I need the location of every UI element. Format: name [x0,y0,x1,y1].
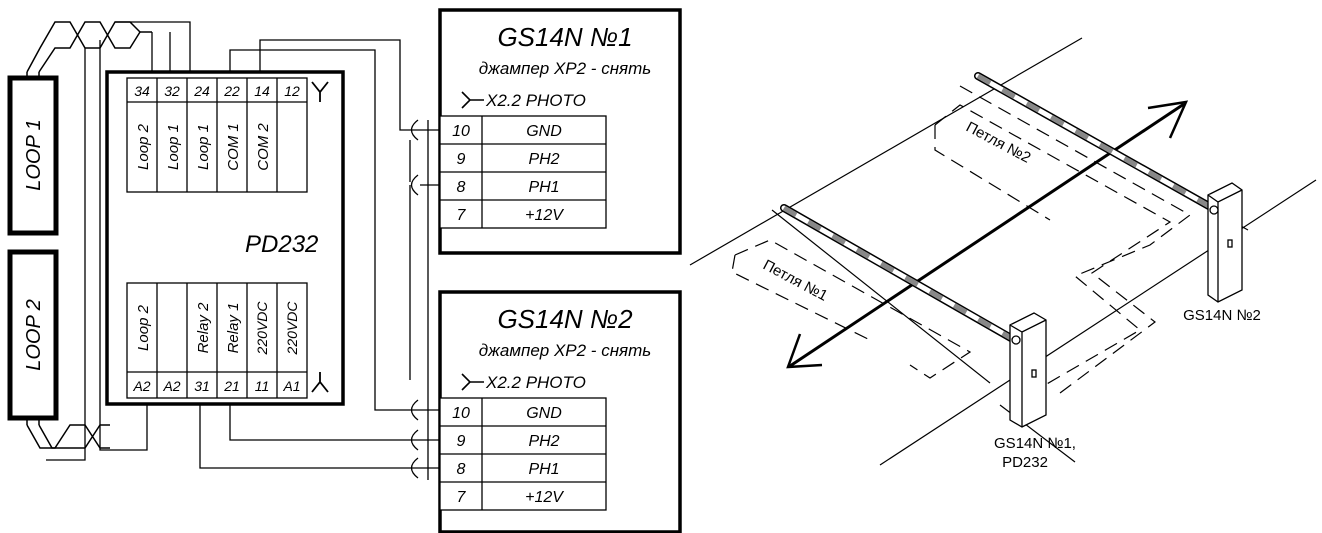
pin-label: 34 [134,83,150,99]
terminal-label: Loop 2 [135,123,152,170]
barrier-post-1 [1009,312,1047,428]
antenna-icon [311,81,329,102]
pin-label: A2 [162,378,180,394]
barrier1-note: джампер XP2 - снять [479,59,651,78]
terminal-label: Loop 1 [195,124,212,170]
signal-name: GND [526,123,562,140]
terminal-label: Loop 1 [165,124,182,170]
barrier2-controller: GS14N №2 джампер XP2 - снять X2.2 PHOTO … [438,290,682,533]
barrier1-title: GS14N №1 [497,22,632,52]
barrier1-controller: GS14N №1 джампер XP2 - снять X2.2 PHOTO … [438,8,682,255]
pin-number: 7 [457,207,467,224]
loop1-outline [734,239,972,379]
terminal-label: Loop 2 [135,304,152,351]
barrier-arm-2 [974,72,1220,214]
signal-name: +12V [525,207,564,224]
pin-number: 8 [457,461,466,478]
terminal-label: Relay 2 [195,302,212,354]
barrier1-caption-line1: GS14N №1, [994,435,1076,452]
signal-name: PH2 [528,433,559,450]
antenna-icon [311,372,329,393]
pin-label: 22 [223,83,240,99]
direction-arrow [786,100,1189,369]
pin-label: 24 [193,83,210,99]
signal-name: PH1 [528,179,559,196]
pin-number: 9 [457,151,466,168]
pin-label: 12 [284,83,300,99]
pd232-title: PD232 [245,231,318,258]
pin-number: 10 [452,405,470,422]
barrier1-caption-line2: PD232 [1002,454,1048,471]
terminal-label: COM 1 [225,123,242,171]
pin-label: 14 [254,83,270,99]
loop1-coil [7,75,59,236]
pin-number: 8 [457,179,466,196]
loop2-coil [7,249,59,421]
pin-number: 7 [457,489,467,506]
wire-crossings [409,119,429,480]
signal-name: PH1 [528,461,559,478]
barrier2-connector: X2.2 PHOTO [485,373,586,392]
terminal-label: 220VDC [254,301,270,356]
pin-number: 9 [457,433,466,450]
barrier2-title: GS14N №2 [497,304,633,334]
connector-icon [461,91,484,109]
loop2-label: LOOP 2 [23,299,45,371]
terminal-label: 220VDC [284,301,300,356]
pin-label: A2 [132,378,150,394]
barrier-post-2 [1207,182,1243,303]
connector-icon [461,373,484,391]
wires [46,21,440,469]
pin-label: A1 [282,378,300,394]
pd232-bottom-terminals: Loop 2 Relay 2 Relay 1 220VDC 220VDC A2 … [126,282,329,399]
terminal-label: Relay 1 [225,303,242,354]
signal-name: PH2 [528,151,559,168]
pin-label: 21 [223,378,240,394]
barrier2-caption: GS14N №2 [1183,307,1261,324]
signal-name: +12V [525,489,564,506]
pin-label: 11 [255,378,270,394]
terminal-label: COM 2 [255,123,272,171]
loop1-label: LOOP 1 [23,119,45,191]
loop1-scene-label: Петля №1 [760,257,830,305]
barrier2-note: джампер XP2 - снять [479,341,651,360]
signal-name: GND [526,405,562,422]
barrier-arm-1 [780,204,1022,346]
pin-label: 32 [164,83,180,99]
barrier1-connector: X2.2 PHOTO [485,91,586,110]
pin-label: 31 [194,378,210,394]
pin-number: 10 [452,123,470,140]
pd232-top-terminals: 34 32 24 22 14 12 Loop 2 Loop 1 Loop 1 C… [126,77,329,193]
